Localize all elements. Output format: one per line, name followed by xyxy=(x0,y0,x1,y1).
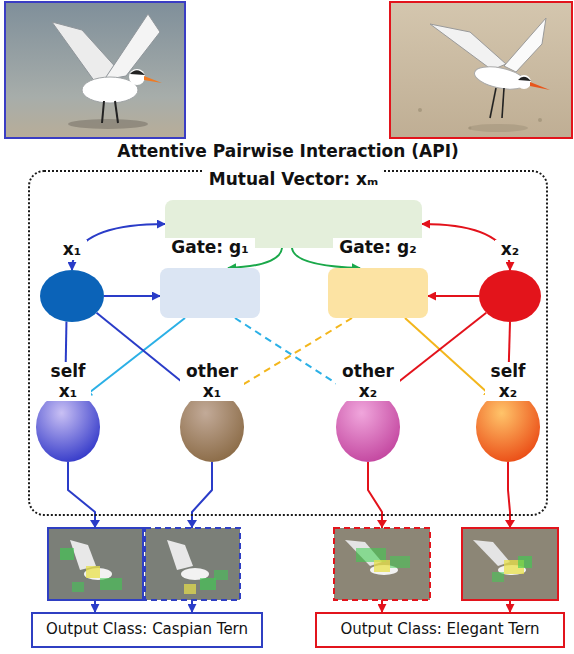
node-outline xyxy=(476,392,540,462)
node-label: Attentive Pairwise Interaction (API) xyxy=(111,142,464,162)
node-outline xyxy=(36,392,100,462)
node-text: Gate: g₁ xyxy=(160,238,260,258)
feature-ellipse: x₁ xyxy=(40,270,104,322)
self-feature-circle: self x₁ xyxy=(36,392,100,462)
node-outline xyxy=(40,270,104,322)
node-label: x₂ xyxy=(495,240,525,260)
node-text: Attentive Pairwise Interaction (API) xyxy=(30,142,546,162)
other-feature-circle: other x₁ xyxy=(180,392,244,462)
node-text: x₁ xyxy=(40,240,104,260)
node-text: Output Class: Elegant Tern xyxy=(340,621,539,638)
gate-box: Gate: g₁ xyxy=(160,268,260,318)
flow-arrow xyxy=(104,295,160,297)
node-outline xyxy=(479,270,541,322)
bird-photo xyxy=(390,2,572,138)
node-text: Gate: g₂ xyxy=(328,238,428,258)
node-label: self x₁ xyxy=(45,362,92,401)
node-outline xyxy=(180,392,244,462)
node-label: Output Class: Elegant Tern xyxy=(340,621,539,638)
node-shape xyxy=(479,270,541,322)
node-label: x₁ xyxy=(57,240,87,260)
output-class-box: Output Class: Elegant Tern xyxy=(315,612,565,648)
output-class-box: Output Class: Caspian Tern xyxy=(31,612,263,648)
self-feature-circle: self x₂ xyxy=(476,392,540,462)
node-label: Gate: g₁ xyxy=(165,238,254,258)
node-text: Mutual Vector: xₘ xyxy=(165,170,422,190)
node-label: other x₁ xyxy=(180,362,244,401)
flow-arrow xyxy=(226,318,352,395)
node-outline xyxy=(336,392,400,462)
bird-photo xyxy=(5,2,185,138)
node-label: Gate: g₂ xyxy=(333,238,422,258)
flow-arrow xyxy=(84,318,185,397)
node-text: other x₁ xyxy=(180,362,244,401)
other-feature-circle: other x₂ xyxy=(336,392,400,462)
node-label: self x₂ xyxy=(485,362,532,401)
node-label: Output Class: Caspian Tern xyxy=(46,621,248,638)
gate-box: Gate: g₂ xyxy=(328,268,428,318)
node-text: Output Class: Caspian Tern xyxy=(46,621,248,638)
node-shape xyxy=(476,392,540,462)
node-shape xyxy=(40,270,104,322)
node-text: self x₁ xyxy=(36,362,100,401)
node-text: self x₂ xyxy=(476,362,540,401)
node-shape xyxy=(36,392,100,462)
node-label: other x₂ xyxy=(336,362,400,401)
node-text: other x₂ xyxy=(336,362,400,401)
attention-map xyxy=(334,520,430,600)
attention-map xyxy=(462,520,558,600)
attention-map xyxy=(145,520,240,600)
node-text: x₂ xyxy=(479,240,541,260)
api-module-frame: Attentive Pairwise Interaction (API)Mutu… xyxy=(28,170,548,516)
flow-arrow xyxy=(405,318,492,397)
node-label: Mutual Vector: xₘ xyxy=(203,170,384,190)
node-shape xyxy=(180,392,244,462)
attention-map xyxy=(48,520,143,600)
feature-ellipse: x₂ xyxy=(479,270,541,322)
flow-arrow xyxy=(428,295,479,297)
node-shape xyxy=(336,392,400,462)
